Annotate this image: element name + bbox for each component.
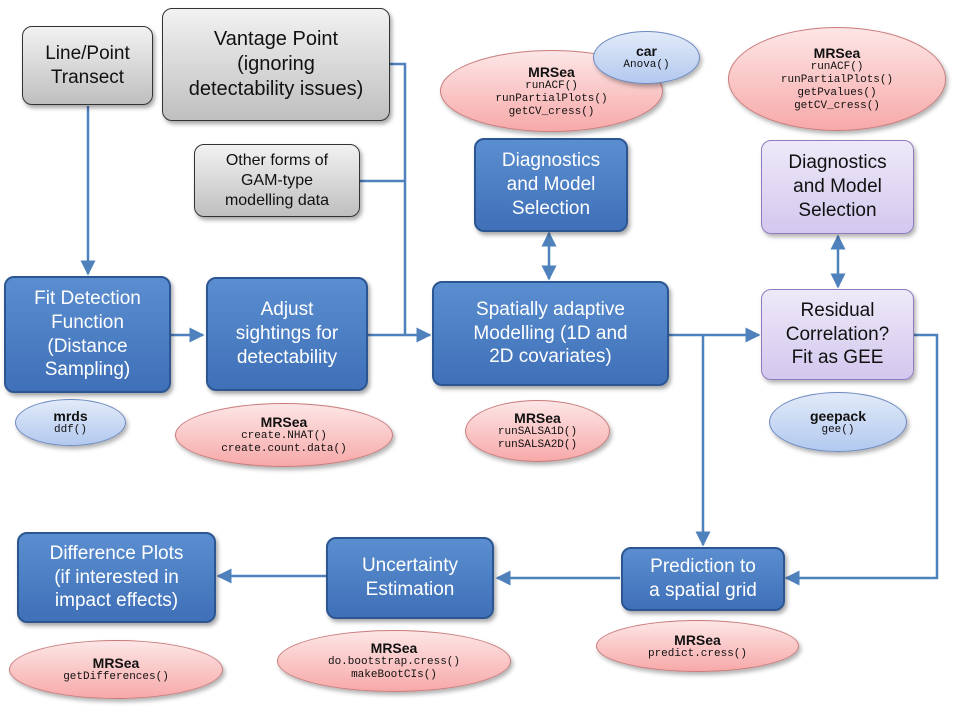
mrsea-diagnostics-function: runPartialPlots() xyxy=(495,92,608,105)
geepack-package-title: geepack xyxy=(809,407,867,424)
mrsea-predict-function: predict.cress() xyxy=(647,647,748,660)
spatially-adaptive-box: Spatially adaptive Modelling (1D and 2D … xyxy=(432,281,669,386)
mrsea-gee-function: getCV_cress() xyxy=(794,100,880,112)
difference-plots-label: Difference Plots (if interested in impac… xyxy=(49,542,184,612)
mrsea-salsa-ellipse: MRSea runSALSA1D() runSALSA2D() xyxy=(465,400,610,462)
mrsea-predict-title: MRSea xyxy=(674,631,721,648)
mrsea-gee-function: runACF() xyxy=(810,61,864,73)
residual-correlation-box: Residual Correlation? Fit as GEE xyxy=(761,289,914,380)
vantage-point-box: Vantage Point (ignoring detectability is… xyxy=(162,8,390,121)
mrsea-salsa-title: MRSea xyxy=(514,410,561,426)
vantage-point-label: Vantage Point (ignoring detectability is… xyxy=(188,28,364,100)
mrsea-diagnostics-function: getCV_cress() xyxy=(508,105,595,118)
mrsea-gee-function: runPartialPlots() xyxy=(780,74,894,86)
mrsea-adjust-ellipse: MRSea create.NHAT() create.count.data() xyxy=(175,403,393,467)
mrsea-difference-ellipse: MRSea getDifferences() xyxy=(9,640,223,699)
line-point-transect-label: Line/Point Transect xyxy=(45,42,130,88)
mrds-package-title: mrds xyxy=(53,408,88,424)
fit-detection-box: Fit Detection Function (Distance Samplin… xyxy=(4,276,171,393)
fit-detection-label: Fit Detection Function (Distance Samplin… xyxy=(34,288,141,381)
mrsea-salsa-function: runSALSA2D() xyxy=(497,439,578,451)
mrsea-salsa-function: runSALSA1D() xyxy=(497,426,578,438)
car-package-ellipse: car Anova() xyxy=(593,31,700,84)
mrsea-adjust-function: create.count.data() xyxy=(221,443,347,455)
geepack-function: gee() xyxy=(821,423,855,436)
adjust-sightings-label: Adjust sightings for detectability xyxy=(235,299,339,368)
mrsea-uncertainty-title: MRSea xyxy=(370,640,418,656)
mrsea-diagnostics-ellipse: MRSea runACF() runPartialPlots() getCV_c… xyxy=(440,50,663,132)
diagnostics-purple-label: Diagnostics and Model Selection xyxy=(788,152,887,221)
uncertainty-label: Uncertainty Estimation xyxy=(361,555,459,600)
spatially-adaptive-label: Spatially adaptive Modelling (1D and 2D … xyxy=(473,298,628,368)
arrow-residual-to-prediction xyxy=(784,333,939,586)
other-forms-box: Other forms of GAM-type modelling data xyxy=(194,144,360,217)
residual-correlation-label: Residual Correlation? Fit as GEE xyxy=(785,299,890,369)
mrsea-adjust-title: MRSea xyxy=(260,414,308,430)
mrds-package-ellipse: mrds ddf() xyxy=(15,399,126,446)
car-function: Anova() xyxy=(623,59,670,71)
mrsea-predict-ellipse: MRSea predict.cress() xyxy=(596,620,799,672)
other-forms-label: Other forms of GAM-type modelling data xyxy=(224,151,330,209)
mrsea-uncertainty-function: do.bootstrap.cress() xyxy=(327,656,461,668)
mrsea-gee-title: MRSea xyxy=(813,45,861,61)
mrsea-diagnostics-function: runACF() xyxy=(525,79,578,92)
difference-plots-box: Difference Plots (if interested in impac… xyxy=(17,532,216,623)
prediction-box: Prediction to a spatial grid xyxy=(621,547,785,611)
line-point-transect-box: Line/Point Transect xyxy=(22,26,153,105)
diagnostics-blue-label: Diagnostics and Model Selection xyxy=(501,150,601,219)
mrsea-difference-title: MRSea xyxy=(92,655,140,671)
diagnostics-purple-box: Diagnostics and Model Selection xyxy=(761,140,914,234)
mrsea-gee-ellipse: MRSea runACF() runPartialPlots() getPval… xyxy=(728,27,946,131)
mrsea-uncertainty-function: makeBootCIs() xyxy=(351,669,437,681)
diagnostics-blue-box: Diagnostics and Model Selection xyxy=(474,138,628,232)
mrds-function: ddf() xyxy=(53,424,87,436)
prediction-label: Prediction to a spatial grid xyxy=(649,556,757,601)
mrsea-uncertainty-ellipse: MRSea do.bootstrap.cress() makeBootCIs() xyxy=(277,630,511,692)
mrsea-adjust-function: create.NHAT() xyxy=(241,430,327,442)
connector-vantage xyxy=(390,62,407,335)
mrsea-difference-function: getDifferences() xyxy=(63,671,169,683)
car-package-title: car xyxy=(635,43,658,59)
mrsea-diagnostics-title: MRSea xyxy=(528,63,575,80)
geepack-package-ellipse: geepack gee() xyxy=(769,392,907,452)
mrsea-gee-function: getPvalues() xyxy=(797,87,877,99)
adjust-sightings-box: Adjust sightings for detectability xyxy=(206,277,368,391)
uncertainty-box: Uncertainty Estimation xyxy=(326,537,494,619)
